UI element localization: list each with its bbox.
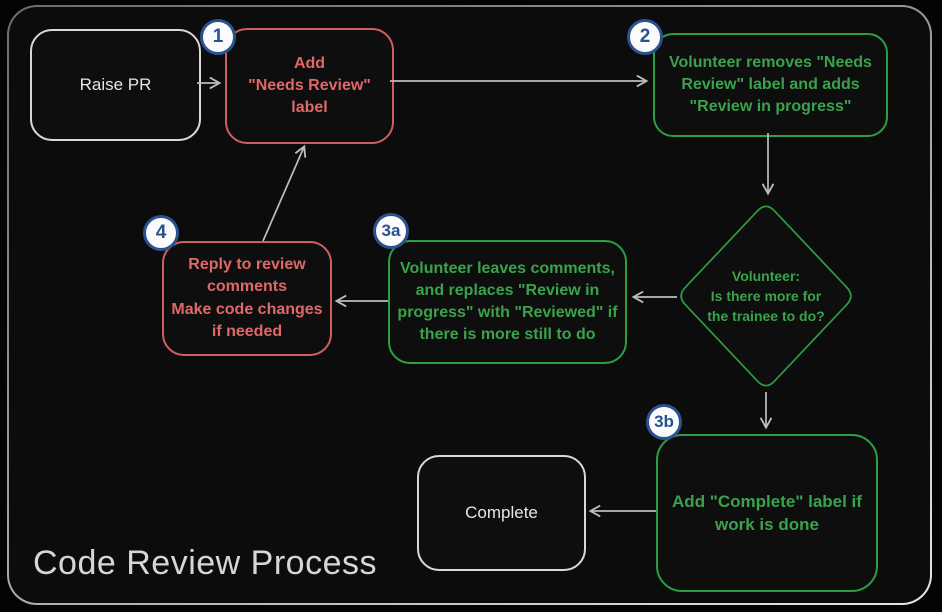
- diagram-title: Code Review Process: [33, 544, 377, 582]
- step-badge-3b: 3b: [646, 404, 682, 440]
- node-volunteer-removes-label: Volunteer removes "Needs Review" label a…: [669, 53, 872, 116]
- node-complete: Complete: [417, 455, 586, 571]
- node-leaves-comments: Volunteer leaves comments, and replaces …: [388, 240, 627, 364]
- step-badge-1: 1: [200, 19, 236, 55]
- node-add-needs-review-label: Add "Needs Review" label: [248, 54, 371, 117]
- node-raise-pr-label: Raise PR: [79, 75, 152, 95]
- node-volunteer-removes: Volunteer removes "Needs Review" label a…: [653, 33, 888, 137]
- node-complete-label: Complete: [465, 503, 538, 523]
- arrow-step4-to-step1: [262, 144, 307, 242]
- node-raise-pr: Raise PR: [30, 29, 201, 141]
- step-badge-4: 4: [143, 215, 179, 251]
- step-badge-2: 2: [627, 19, 663, 55]
- node-reply-comments-label: Reply to review comments Make code chang…: [171, 256, 323, 340]
- node-add-complete-label: Add "Complete" label if work is done: [672, 491, 862, 534]
- step-badge-3a: 3a: [373, 213, 409, 249]
- node-leaves-comments-label: Volunteer leaves comments, and replaces …: [397, 259, 618, 344]
- decision-diamond-shape: [680, 205, 852, 387]
- node-add-needs-review: Add "Needs Review" label: [225, 28, 394, 144]
- node-add-complete: Add "Complete" label if work is done: [656, 434, 878, 592]
- node-decision-label: Volunteer: Is there more for the trainee…: [707, 267, 825, 325]
- node-reply-comments: Reply to review comments Make code chang…: [162, 241, 332, 356]
